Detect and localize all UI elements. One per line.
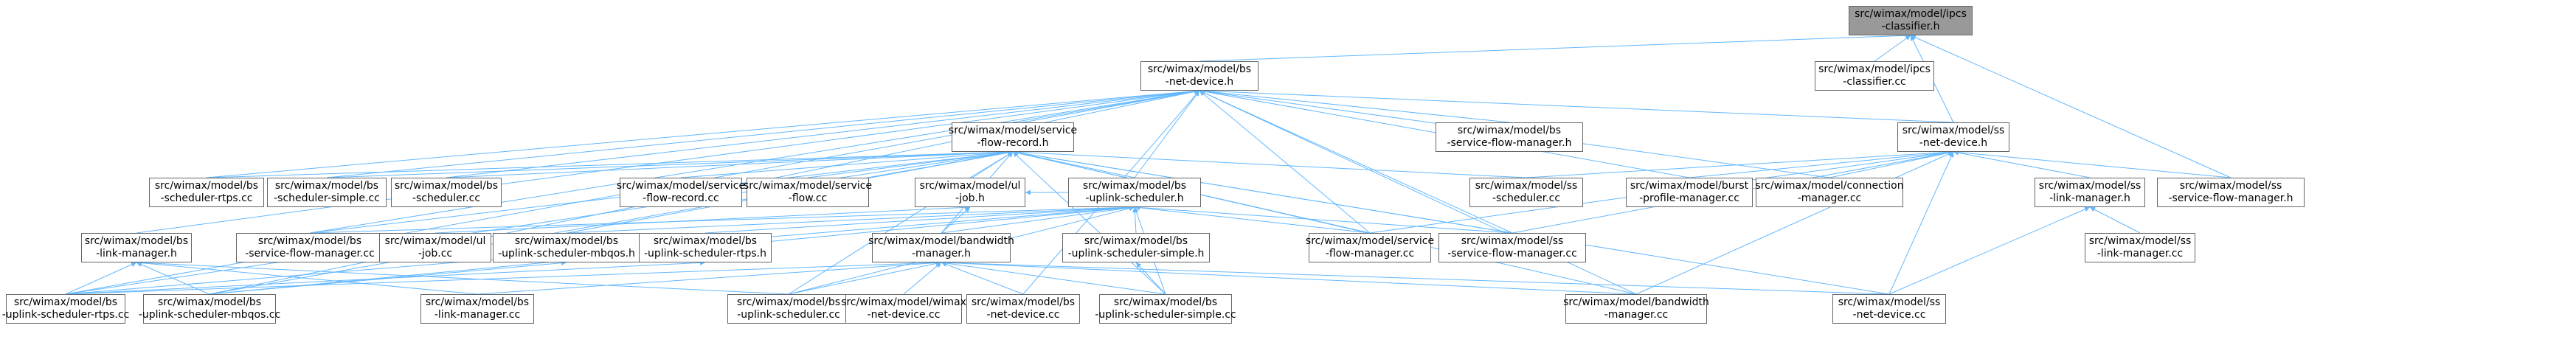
edge-n22-to-n12 — [704, 204, 1135, 234]
edge-n35-to-n3 — [1635, 151, 1954, 295]
edge-n21-to-n12 — [566, 204, 1135, 234]
graph-node-bs-service-flow-manager-h[interactable]: src/wimax/model/bs-service-flow-manager.… — [1436, 122, 1583, 152]
edge-n36-to-n3 — [1888, 151, 1954, 295]
graph-node-bandwidth-manager-cc[interactable]: src/wimax/model/bandwidth-manager.cc — [1563, 294, 1709, 324]
edge-n35-to-n23 — [941, 260, 1637, 295]
edge-n5-to-n1 — [1199, 88, 1510, 123]
graph-node-ss-link-manager-h[interactable]: src/wimax/model/ss-link-manager.h — [2035, 178, 2145, 207]
edge-n36-to-n16 — [1888, 206, 2091, 295]
edge-n27-to-n16 — [2089, 206, 2141, 234]
edge-n25-to-n1 — [1199, 90, 1371, 234]
graph-node-bs-uplink-scheduler-cc[interactable]: src/wimax/model/bs-uplink-scheduler.cc — [727, 294, 850, 324]
graph-node-bs-net-device-h[interactable]: src/wimax/model/bs-net-device.h — [1140, 61, 1258, 91]
edge-n16-to-n3 — [1953, 150, 2091, 178]
edge-n19-to-n12 — [309, 204, 1135, 234]
edge-n14-to-n3 — [1689, 150, 1954, 178]
graph-node-ipcs-classifier-h[interactable]: src/wimax/model/ipcs-classifier.h — [1849, 6, 1973, 35]
graph-node-service-flow-record-h[interactable]: src/wimax/model/service-flow-record.h — [949, 122, 1077, 152]
edge-n2-to-n0 — [1874, 35, 1911, 62]
graph-node-bs-link-manager-h[interactable]: src/wimax/model/bs-link-manager.h — [81, 233, 192, 262]
graph-node-bs-service-flow-manager-cc[interactable]: src/wimax/model/bs-service-flow-manager.… — [236, 233, 384, 262]
edge-n7-to-n4 — [326, 149, 1014, 178]
edge-n13-to-n4 — [1012, 149, 1527, 178]
edge-n29-to-n21 — [209, 260, 567, 295]
edge-n35-to-n4 — [1012, 150, 1637, 295]
graph-node-bs-scheduler-simple-cc[interactable]: src/wimax/model/bs-scheduler-simple.cc — [267, 178, 387, 207]
edge-n30-to-n18 — [136, 260, 478, 295]
graph-node-service-flow-record-cc[interactable]: src/wimax/model/service-flow-record.cc — [617, 178, 745, 207]
edge-n29-to-n4 — [209, 150, 1014, 295]
edge-n23-to-n11 — [941, 206, 971, 234]
graph-node-bs-uplink-scheduler-simple-cc[interactable]: src/wimax/model/bs-uplink-scheduler-simp… — [1095, 294, 1236, 324]
edge-n30-to-n23 — [477, 260, 942, 295]
edge-n6-to-n4 — [206, 149, 1014, 178]
edge-n34-to-n24 — [1135, 262, 1166, 295]
graph-node-bs-scheduler-cc[interactable]: src/wimax/model/bs-scheduler.cc — [391, 178, 502, 207]
graph-node-ss-net-device-h[interactable]: src/wimax/model/ss-net-device.h — [1897, 122, 2009, 152]
edge-n31-to-n18 — [136, 260, 789, 295]
graph-node-ss-scheduler-cc[interactable]: src/wimax/model/ss-scheduler.cc — [1469, 178, 1583, 207]
graph-node-ul-job-h[interactable]: src/wimax/model/ul-job.h — [915, 178, 1025, 207]
edge-n23-to-n12 — [941, 205, 1135, 234]
edge-n28-to-n23 — [65, 260, 942, 295]
graph-node-bs-scheduler-rtps-cc[interactable]: src/wimax/model/bs-scheduler-rtps.cc — [149, 178, 264, 207]
edge-n20-to-n11 — [434, 204, 971, 234]
graph-node-bs-uplink-scheduler-rtps-h[interactable]: src/wimax/model/bs-uplink-scheduler-rtps… — [639, 233, 772, 262]
edge-n8-to-n1 — [446, 88, 1200, 178]
edge-n3-to-n1 — [1199, 88, 1954, 123]
edge-n15-to-n3 — [1829, 150, 1954, 178]
graph-node-service-flow-cc[interactable]: src/wimax/model/service-flow.cc — [744, 178, 872, 207]
graph-node-service-flow-manager-cc[interactable]: src/wimax/model/service-flow-manager.cc — [1306, 233, 1434, 262]
edge-n26-to-n12 — [1134, 204, 1513, 234]
graph-node-burst-profile-manager-cc[interactable]: src/wimax/model/burst-profile-manager.cc — [1626, 178, 1753, 207]
edge-n32-to-n23 — [903, 262, 942, 295]
graph-node-bs-link-manager-cc[interactable]: src/wimax/model/bs-link-manager.cc — [420, 294, 534, 324]
edge-n33-to-n23 — [941, 262, 1024, 295]
edge-n31-to-n4 — [788, 151, 1014, 295]
graph-node-bs-net-device-cc[interactable]: src/wimax/model/bs-net-device.cc — [966, 294, 1080, 324]
graph-node-ss-service-flow-manager-h[interactable]: src/wimax/model/ss-service-flow-manager.… — [2157, 178, 2305, 207]
edge-n25-to-n12 — [1134, 205, 1371, 234]
graph-node-bs-uplink-scheduler-mbqos-cc[interactable]: src/wimax/model/bs-uplink-scheduler-mbqo… — [139, 294, 280, 324]
edge-n13-to-n3 — [1526, 149, 1954, 178]
graph-node-wimax-net-device-cc[interactable]: src/wimax/model/wimax-net-device.cc — [841, 294, 966, 324]
edge-n17-to-n3 — [1953, 150, 2232, 178]
graph-node-ul-job-cc[interactable]: src/wimax/model/ul-job.cc — [379, 233, 491, 262]
edge-n34-to-n23 — [941, 260, 1166, 295]
graph-node-bs-uplink-scheduler-rtps-cc[interactable]: src/wimax/model/bs-uplink-scheduler-rtps… — [2, 294, 129, 324]
edge-n28-to-n18 — [65, 262, 137, 295]
edge-n9-to-n4 — [680, 150, 1014, 178]
graph-node-ipcs-classifier-cc[interactable]: src/wimax/model/ipcs-classifier.cc — [1815, 61, 1934, 91]
edge-n6-to-n1 — [206, 88, 1200, 178]
graph-node-ss-net-device-cc[interactable]: src/wimax/model/ss-net-device.cc — [1832, 294, 1946, 324]
edge-n1-to-n0 — [1199, 32, 1911, 62]
edge-n26-to-n1 — [1199, 90, 1513, 234]
edge-n12-to-n1 — [1134, 90, 1200, 178]
graph-node-bandwidth-manager-h[interactable]: src/wimax/model/bandwidth-manager.h — [868, 233, 1014, 262]
edge-n34-to-n4 — [1012, 151, 1166, 295]
graph-node-bs-uplink-scheduler-h[interactable]: src/wimax/model/bs-uplink-scheduler.h — [1068, 178, 1201, 207]
graph-node-connection-manager-cc[interactable]: src/wimax/model/connection-manager.cc — [1755, 178, 1904, 207]
edge-n29-to-n18 — [136, 262, 210, 295]
edge-n17-to-n0 — [1910, 35, 2232, 178]
graph-node-bs-uplink-scheduler-mbqos-h[interactable]: src/wimax/model/bs-uplink-scheduler-mbqo… — [493, 233, 640, 262]
edge-n31-to-n23 — [788, 260, 942, 295]
edge-n18-to-n1 — [136, 88, 1200, 234]
graph-node-bs-uplink-scheduler-simple-h[interactable]: src/wimax/model/bs-uplink-scheduler-simp… — [1062, 233, 1210, 262]
graph-node-ss-service-flow-manager-cc[interactable]: src/wimax/model/ss-service-flow-manager.… — [1438, 233, 1586, 262]
edge-n7-to-n1 — [326, 88, 1200, 178]
edge-n36-to-n4 — [1012, 150, 1890, 295]
edge-n36-to-n23 — [941, 260, 1890, 295]
graph-node-ss-link-manager-cc[interactable]: src/wimax/model/ss-link-manager.cc — [2085, 233, 2195, 262]
edge-n8-to-n4 — [446, 149, 1014, 178]
